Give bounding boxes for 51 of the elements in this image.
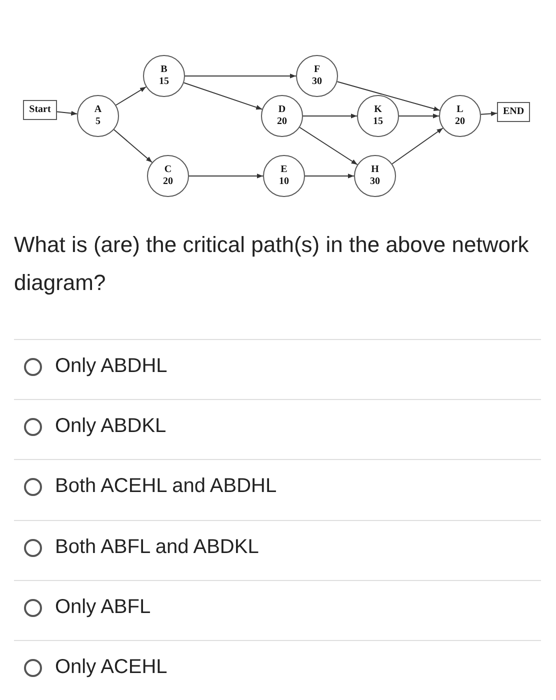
duration-label: 15: [373, 116, 383, 128]
terminal-label: END: [502, 106, 524, 118]
question-text: What is (are) the critical path(s) in the above network diagram?: [14, 231, 530, 297]
arrow: [398, 114, 440, 118]
activity-circle: [147, 155, 189, 197]
option-label: Both ACEHL and ABDHL: [55, 475, 277, 498]
activity-letter: C: [164, 164, 172, 176]
activity-circle: [296, 55, 338, 97]
duration-label: 30: [370, 176, 380, 188]
activity-letter: A: [94, 104, 102, 116]
option-label: Only ABDHL: [55, 355, 168, 378]
activity-letter: E: [280, 164, 288, 176]
activity-letter: F: [314, 64, 320, 76]
arrow: [302, 114, 358, 118]
activity-letter: K: [374, 104, 382, 116]
arrow: [115, 86, 147, 106]
arrow: [188, 174, 264, 178]
activity-circle: [357, 95, 399, 137]
duration-label: 5: [96, 116, 100, 128]
activity-letter: H: [371, 164, 379, 176]
option-label: Only ACEHL: [55, 656, 168, 679]
terminal-box: [497, 102, 530, 122]
duration-label: 30: [312, 76, 322, 88]
terminal-label: Start: [29, 104, 51, 116]
activity-letter: B: [160, 64, 168, 76]
arrow: [113, 129, 153, 163]
option-label: Only ABDKL: [55, 415, 166, 438]
duration-label: 10: [279, 176, 289, 188]
duration-label: 20: [277, 116, 287, 128]
arrow: [392, 128, 444, 164]
activity-letter: D: [278, 104, 286, 116]
arrow: [480, 111, 498, 116]
activity-circle: [77, 95, 119, 137]
option-label: Only ABFL: [55, 596, 151, 619]
activity-circle: [354, 155, 396, 197]
arrow: [336, 81, 440, 112]
duration-label: 20: [455, 116, 465, 128]
activity-circle: [263, 155, 305, 197]
option-label: Both ABFL and ABDKL: [55, 536, 259, 559]
activity-circle: [261, 95, 303, 137]
terminal-box: [23, 100, 57, 120]
arrow: [183, 82, 263, 110]
activity-circle: [439, 95, 481, 137]
activity-circle: [143, 55, 185, 97]
duration-label: 20: [163, 176, 173, 188]
arrow: [304, 174, 354, 178]
activity-letter: L: [456, 104, 464, 116]
duration-label: 15: [159, 76, 169, 88]
arrow: [184, 74, 296, 78]
arrow: [56, 110, 78, 116]
arrow: [299, 126, 358, 166]
